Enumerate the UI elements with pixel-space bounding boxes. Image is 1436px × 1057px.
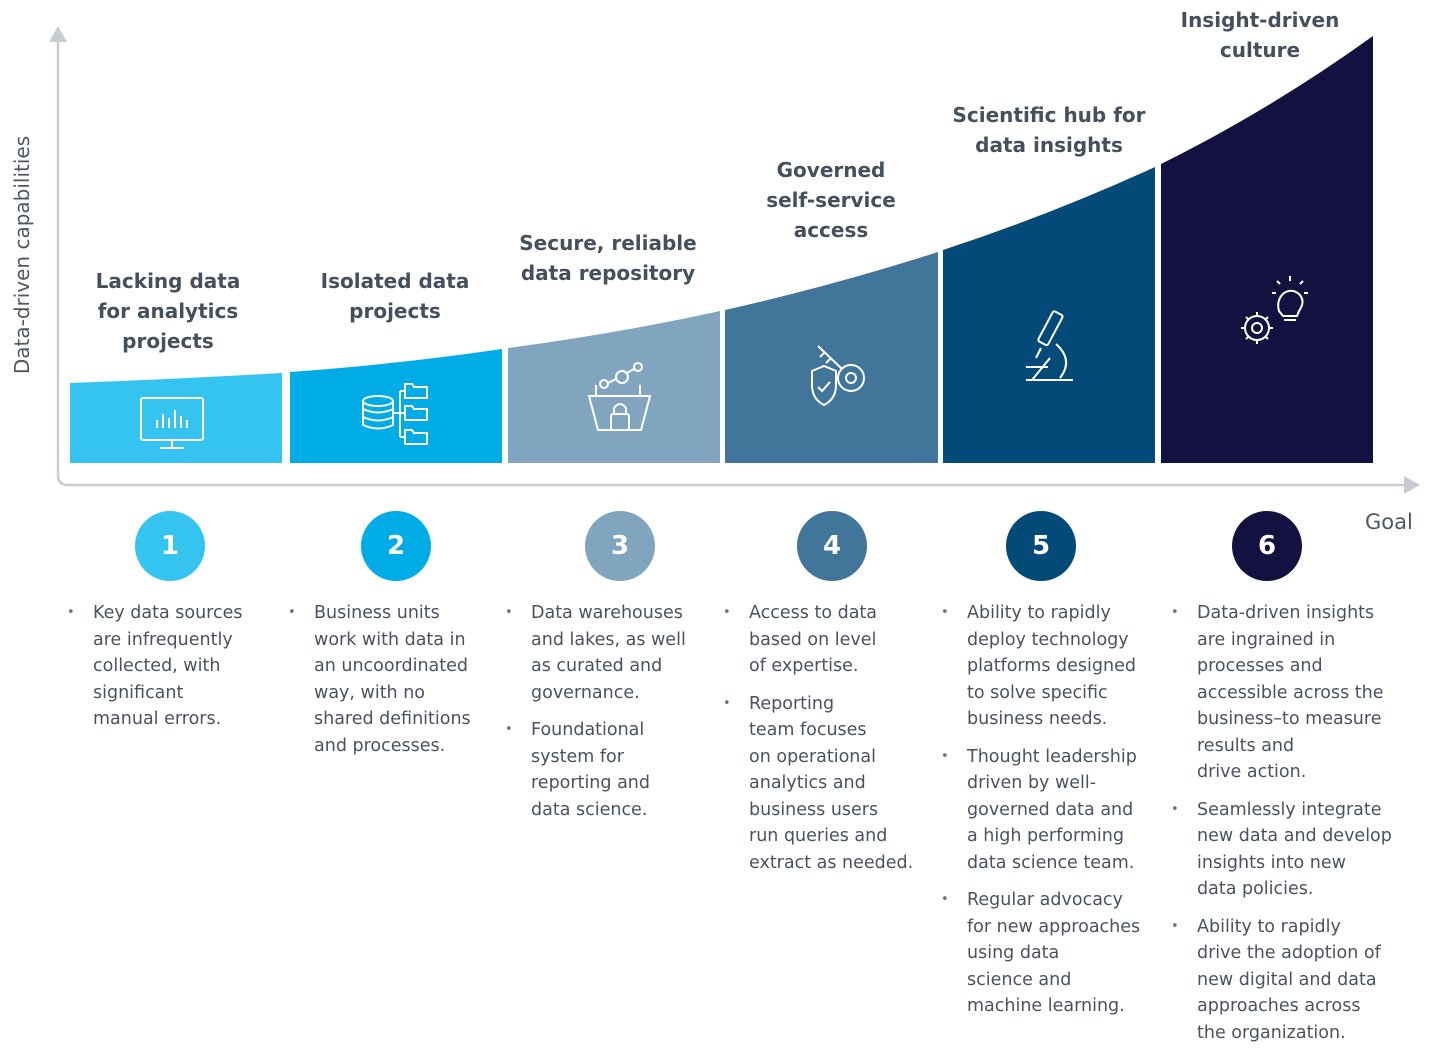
stage-4-title: Governed self-service access (766, 158, 896, 242)
microscope-icon (1026, 310, 1073, 381)
stage-3-number-badge: 3 (585, 511, 655, 581)
list-item: Regular advocacy for new approaches usin… (941, 887, 1156, 1020)
y-axis-arrow (49, 26, 67, 42)
stage-4-bullets: Access to data based on level of experti… (723, 600, 933, 887)
locked-data-repository-icon (587, 362, 652, 431)
list-item: Ability to rapidly deploy technology pla… (941, 600, 1156, 733)
stage-1-title: Lacking data for analytics projects (95, 269, 241, 353)
stage-6-number-badge: 6 (1232, 511, 1302, 581)
stage-6-bullets: Data-driven insights are ingrained in pr… (1171, 600, 1411, 1057)
stage-5-number-badge: 5 (1006, 511, 1076, 581)
stage-4-segment (725, 252, 938, 463)
x-axis-arrow (1404, 476, 1420, 494)
stage-1-bullets: Key data sources are infrequently collec… (67, 600, 267, 744)
list-item: Seamlessly integrate new data and develo… (1171, 797, 1411, 903)
stage-1-number-badge: 1 (135, 511, 205, 581)
list-item: Thought leadership driven by well- gover… (941, 744, 1156, 877)
list-item: Business units work with data in an unco… (288, 600, 493, 759)
stage-5-title: Scientific hub for data insights (952, 103, 1146, 157)
y-axis-label: Data-driven capabilities (10, 135, 34, 375)
database-folders-icon (362, 383, 428, 445)
stage-6-segment (1161, 36, 1373, 463)
goal-label: Goal (1365, 510, 1413, 534)
list-item: Ability to rapidly drive the adoption of… (1171, 914, 1411, 1047)
stage-2-title: Isolated data projects (320, 269, 470, 323)
stage-6-title: Insight-driven culture (1180, 8, 1340, 62)
gear-lightbulb-icon (1241, 276, 1308, 344)
key-shield-icon (811, 345, 865, 407)
stage-5-segment (943, 167, 1155, 463)
stage-3-segment (508, 311, 720, 463)
stage-2-bullets: Business units work with data in an unco… (288, 600, 493, 770)
y-axis (56, 40, 1410, 487)
list-item: Data-driven insights are ingrained in pr… (1171, 600, 1411, 786)
stage-2-number-badge: 2 (361, 511, 431, 581)
list-item: Access to data based on level of experti… (723, 600, 933, 680)
list-item: Data warehouses and lakes, as well as cu… (505, 600, 710, 706)
stage-4-number-badge: 4 (797, 511, 867, 581)
list-item: Reporting team focuses on operational an… (723, 691, 933, 877)
stage-2-segment (290, 349, 502, 463)
monitor-chart-icon (140, 397, 204, 449)
list-item: Foundational system for reporting and da… (505, 717, 710, 823)
stage-3-title: Secure, reliable data repository (519, 231, 697, 285)
list-item: Key data sources are infrequently collec… (67, 600, 267, 733)
stage-3-bullets: Data warehouses and lakes, as well as cu… (505, 600, 710, 834)
stage-5-bullets: Ability to rapidly deploy technology pla… (941, 600, 1156, 1031)
